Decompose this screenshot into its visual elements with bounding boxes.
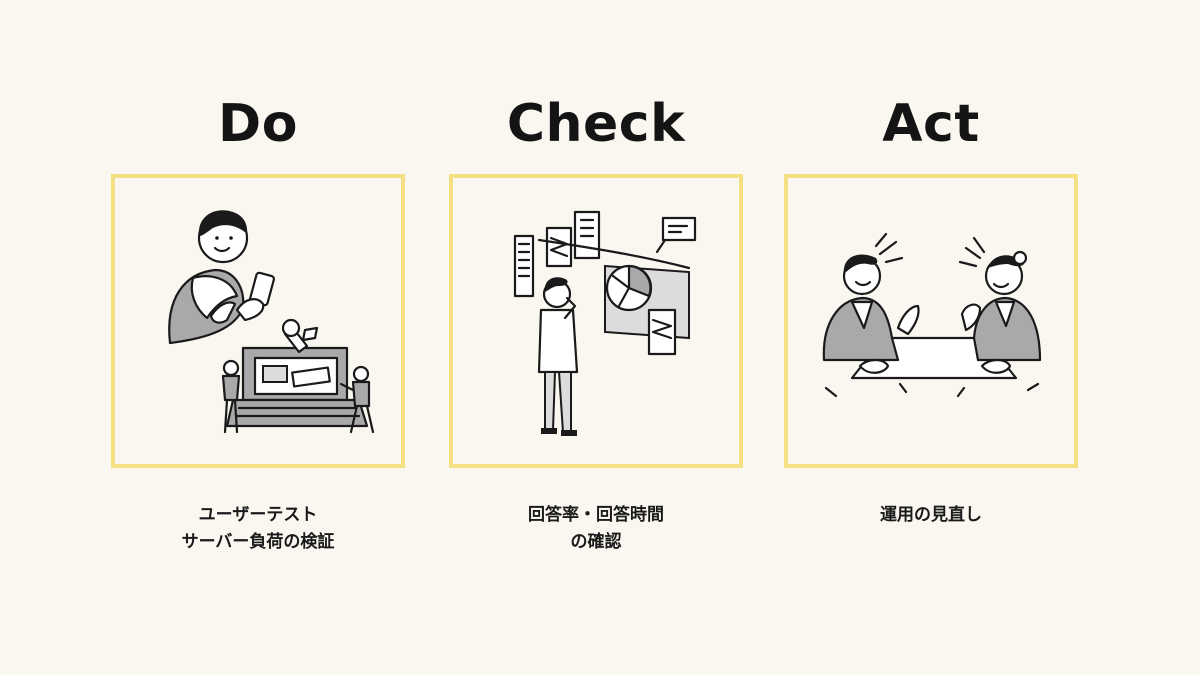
illustration-frame: [449, 174, 743, 468]
illustration-frame: [111, 174, 405, 468]
step-caption: 回答率・回答時間 の確認: [528, 502, 664, 556]
caption-line: ユーザーテスト: [198, 505, 318, 525]
step-caption: ユーザーテスト サーバー負荷の検証: [182, 502, 335, 556]
step-act: Act 運用の見直し: [784, 0, 1078, 529]
step-do: Do: [111, 0, 405, 556]
act-illustration: [822, 232, 1042, 398]
do-illustration: [168, 210, 375, 434]
step-check: Check: [449, 0, 743, 556]
caption-line: 回答率・回答時間: [528, 505, 664, 525]
step-caption: 運用の見直し: [880, 502, 982, 529]
illustration-frame: [784, 174, 1078, 468]
caption-line: 運用の見直し: [880, 505, 982, 525]
check-illustration: [513, 210, 697, 436]
caption-line: サーバー負荷の検証: [181, 532, 335, 552]
caption-line: の確認: [570, 532, 622, 552]
step-heading: Do: [218, 94, 298, 154]
step-heading: Check: [506, 94, 686, 154]
step-heading: Act: [882, 94, 980, 154]
